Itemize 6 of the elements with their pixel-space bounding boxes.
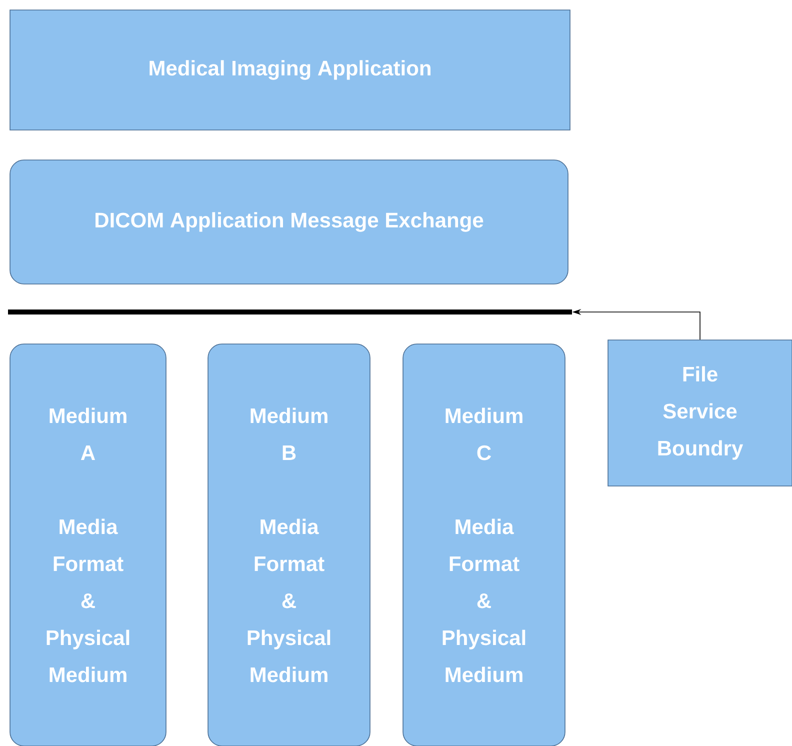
medium-box: Medium C Media Format & Physical Medium <box>402 344 566 746</box>
medium-box: Medium B Media Format & Physical Medium <box>208 344 370 746</box>
layer-box: Medical Imaging Application <box>10 10 570 130</box>
service-box: File Service Boundry <box>608 340 792 486</box>
layer-box: DICOM Application Message Exchange <box>10 160 568 284</box>
medium-box: Medium A Media Format & Physical Medium <box>10 344 166 746</box>
